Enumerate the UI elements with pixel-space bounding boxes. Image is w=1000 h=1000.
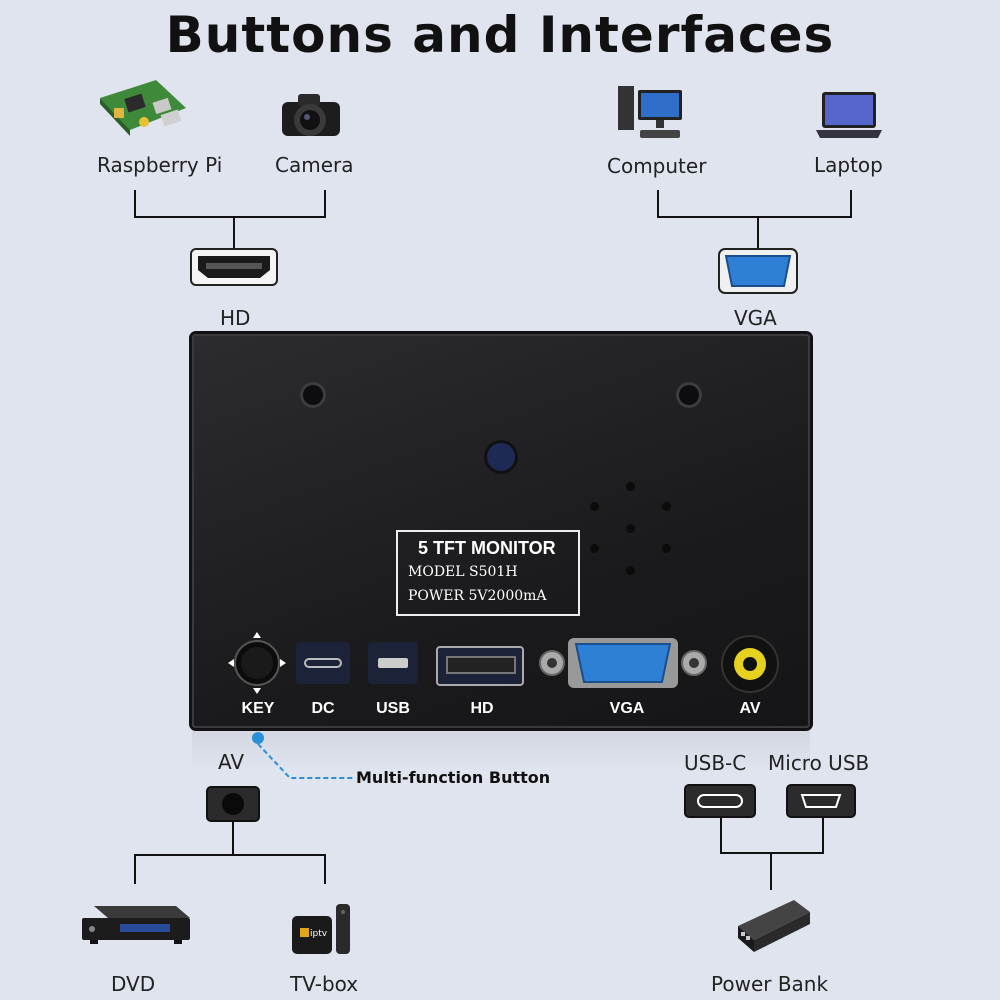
vga-port-icon <box>718 248 798 294</box>
plate-power: POWER 5V2000mA <box>408 588 547 604</box>
key-port-label: KEY <box>241 700 275 717</box>
multi-function-button-label: Multi-function Button <box>356 768 551 787</box>
dc-port-label: DC <box>311 700 335 717</box>
dvd-label: DVD <box>111 972 156 996</box>
raspberry-pi-label: Raspberry Pi <box>97 153 223 177</box>
hd-port-label: HD <box>470 700 494 717</box>
mount-hole <box>300 382 326 408</box>
raspberry-pi-icon <box>100 80 186 136</box>
tv-box-brand: iptv <box>310 929 328 939</box>
computer-icon <box>618 86 682 138</box>
tv-box-icon: iptv <box>292 904 350 954</box>
key-joystick[interactable] <box>226 630 288 696</box>
page-title: Buttons and Interfaces <box>165 6 835 64</box>
usb-port-label: USB <box>376 700 410 717</box>
plate-title: 5 TFT MONITOR <box>418 538 556 558</box>
keyhole-slot <box>484 440 518 474</box>
vga-connector-label: VGA <box>734 306 777 330</box>
hd-port <box>436 646 524 686</box>
usb-c-label: USB-C <box>684 751 747 775</box>
hdmi-port-icon <box>190 248 278 286</box>
av-port-label: AV <box>739 700 761 717</box>
camera-label: Camera <box>275 153 354 177</box>
usb-port <box>368 642 418 684</box>
av-port <box>721 635 779 693</box>
av-jack-icon <box>206 786 260 822</box>
laptop-label: Laptop <box>814 153 883 177</box>
model-plate: 5 TFT MONITOR MODEL S501H POWER 5V2000mA <box>396 530 580 616</box>
laptop-icon <box>816 92 882 138</box>
vga-port <box>539 638 707 688</box>
dvd-player-icon <box>82 906 190 944</box>
micro-usb-label: Micro USB <box>768 751 870 775</box>
mount-hole <box>676 382 702 408</box>
dc-port <box>296 642 350 684</box>
computer-label: Computer <box>607 154 707 178</box>
monitor-reflection <box>192 730 810 770</box>
hd-connector-label: HD <box>220 306 251 330</box>
callout-line <box>252 732 354 779</box>
av-connector-label: AV <box>218 750 245 774</box>
power-bank-label: Power Bank <box>711 972 829 996</box>
vga-port-label: VGA <box>609 700 645 717</box>
usb-c-port-icon <box>684 784 756 818</box>
power-bank-icon <box>738 900 810 952</box>
plate-model: MODEL S501H <box>408 564 518 580</box>
monitor-back-panel: KEY DC USB HD VGA AV <box>192 334 810 728</box>
tv-box-label: TV-box <box>290 972 359 996</box>
camera-icon <box>282 94 340 136</box>
micro-usb-port-icon <box>786 784 856 818</box>
